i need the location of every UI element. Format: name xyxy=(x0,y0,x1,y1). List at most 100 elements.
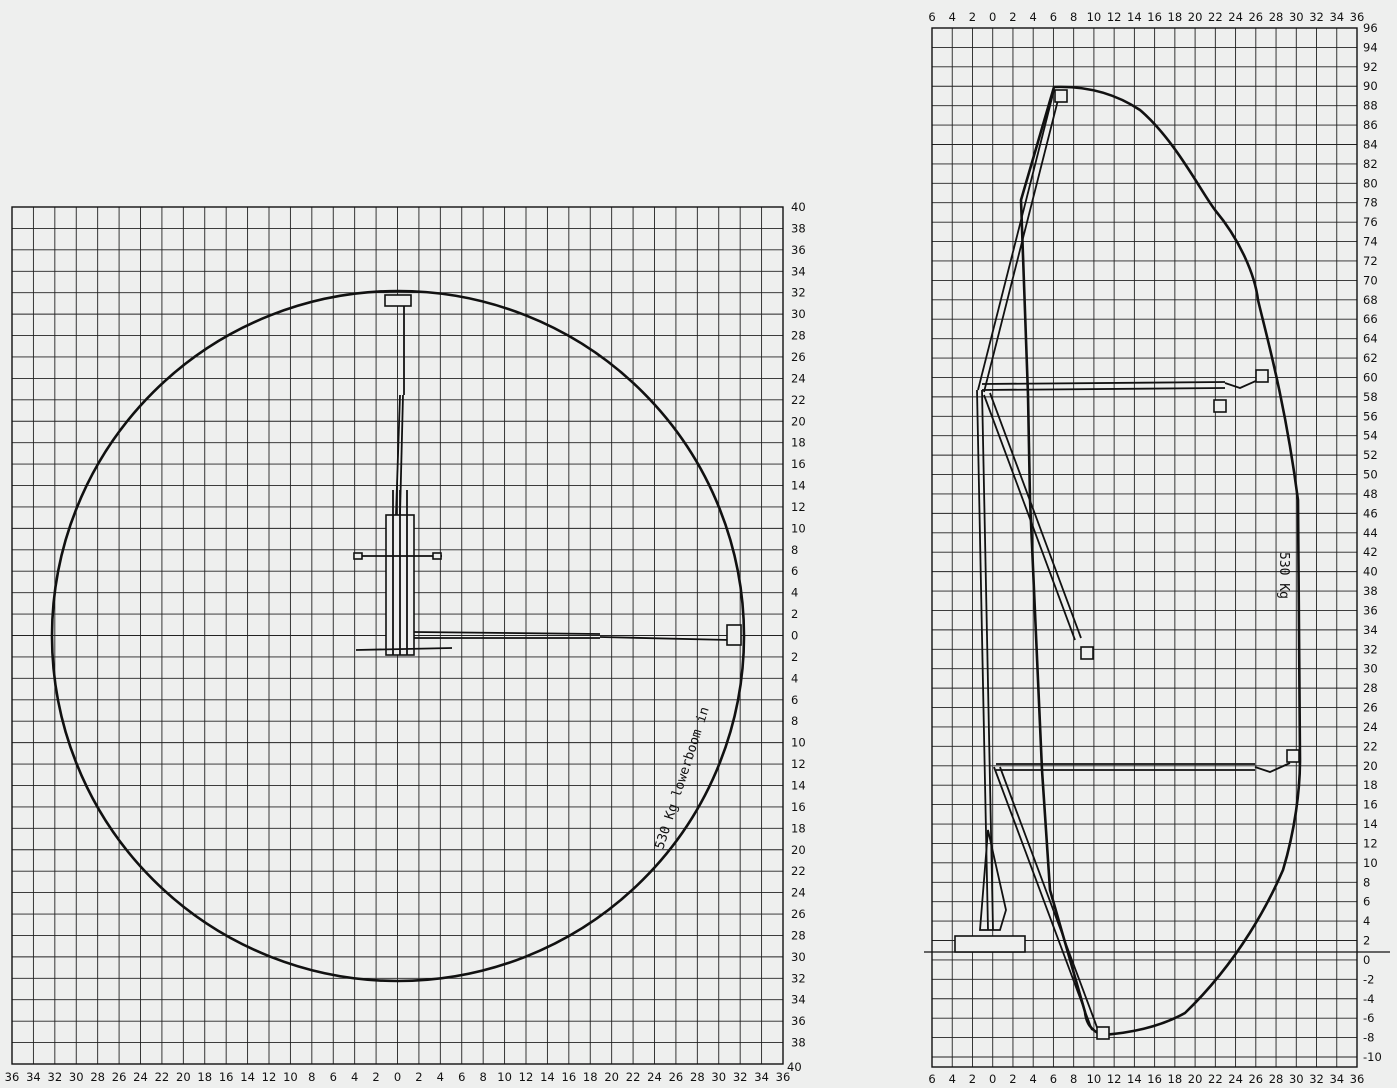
x-tick-label: 6 xyxy=(458,1070,465,1084)
y-tick-label: 6 xyxy=(791,564,798,578)
y-tick-label: 58 xyxy=(1363,390,1378,404)
x-tick-label-bottom: 34 xyxy=(1329,1072,1344,1086)
y-tick-label: 18 xyxy=(1363,778,1378,792)
x-tick-label: 20 xyxy=(604,1070,619,1084)
y-tick-label: 30 xyxy=(791,307,806,321)
y-tick-label: 26 xyxy=(791,907,806,921)
y-tick-label: 34 xyxy=(791,264,806,278)
x-tick-label: 4 xyxy=(437,1070,444,1084)
y-tick-label: 94 xyxy=(1363,40,1378,54)
y-tick-label: 48 xyxy=(1363,487,1378,501)
x-tick-label-top: 36 xyxy=(1350,10,1365,24)
y-tick-label: 4 xyxy=(791,671,798,685)
x-tick-label-top: 24 xyxy=(1228,10,1243,24)
y-tick-label: 38 xyxy=(791,221,806,235)
low-jib-tip xyxy=(1254,762,1291,773)
y-tick-label: 82 xyxy=(1363,157,1378,171)
x-tick-label: 22 xyxy=(155,1070,170,1084)
x-tick-label: 22 xyxy=(626,1070,641,1084)
x-tick-label-bottom: 24 xyxy=(1228,1072,1243,1086)
x-tick-label-top: 6 xyxy=(1050,10,1057,24)
y-tick-label: 12 xyxy=(791,757,806,771)
x-tick-label-bottom: 22 xyxy=(1208,1072,1223,1086)
y-tick-label: 30 xyxy=(791,950,806,964)
y-tick-label: 60 xyxy=(1363,370,1378,384)
y-tick-label: 16 xyxy=(1363,798,1378,812)
y-tick-label: 4 xyxy=(791,586,798,600)
basket-outreach-58 xyxy=(1255,369,1269,383)
x-tick-label: 4 xyxy=(351,1070,358,1084)
jib-down-a xyxy=(983,394,1076,641)
y-tick-label: 68 xyxy=(1363,293,1378,307)
y-tick-label: 34 xyxy=(791,993,806,1007)
x-tick-label-bottom: 4 xyxy=(1030,1072,1037,1086)
x-tick-label-bottom: 14 xyxy=(1127,1072,1142,1086)
y-tick-label: 6 xyxy=(791,693,798,707)
x-tick-label-top: 22 xyxy=(1208,10,1223,24)
x-tick-label-bottom: 18 xyxy=(1168,1072,1183,1086)
x-tick-label: 24 xyxy=(647,1070,662,1084)
y-tick-label: 8 xyxy=(791,543,798,557)
side-view-reach-envelope xyxy=(1019,85,1302,1037)
y-tick-label: 18 xyxy=(791,436,806,450)
x-tick-label: 14 xyxy=(540,1070,555,1084)
y-tick-label: 4 xyxy=(1363,914,1370,928)
basket-top xyxy=(384,294,412,307)
y-tick-label: 16 xyxy=(791,457,806,471)
y-tick-label: 8 xyxy=(791,714,798,728)
y-tick-label: 12 xyxy=(791,500,806,514)
y-tick-label: 62 xyxy=(1363,351,1378,365)
x-tick-label-bottom: 0 xyxy=(989,1072,996,1086)
y-tick-label: 90 xyxy=(1363,79,1378,93)
x-tick-label-bottom: 6 xyxy=(928,1072,935,1086)
top-view-y-axis-labels: 4038363432302826242220181614121086420246… xyxy=(791,200,806,1050)
y-tick-label: 54 xyxy=(1363,429,1378,443)
outrigger-rear xyxy=(355,647,453,651)
y-tick-label: 22 xyxy=(791,864,806,878)
y-tick-label: -6 xyxy=(1363,1011,1374,1025)
upper-boom-b xyxy=(983,91,1061,393)
x-tick-label: 26 xyxy=(112,1070,127,1084)
y-tick-label: -4 xyxy=(1363,992,1374,1006)
main-boom-b xyxy=(976,389,989,931)
x-tick-label: 30 xyxy=(711,1070,726,1084)
x-tick-label: 32 xyxy=(48,1070,63,1084)
x-tick-label: 34 xyxy=(754,1070,769,1084)
y-tick-label: 22 xyxy=(791,393,806,407)
x-tick-label: 36 xyxy=(5,1070,20,1084)
outrigger-pad-1 xyxy=(353,552,363,560)
x-tick-label: 2 xyxy=(372,1070,379,1084)
jib-horizontal-b xyxy=(981,387,1226,391)
y-tick-label: 30 xyxy=(1363,662,1378,676)
x-tick-label-top: 32 xyxy=(1309,10,1324,24)
basket-outreach-20 xyxy=(1286,749,1300,763)
y-tick-label: 36 xyxy=(791,243,806,257)
horizontal-boom-1 xyxy=(413,631,601,635)
x-tick-label-bottom: 10 xyxy=(1087,1072,1102,1086)
y-tick-label: 28 xyxy=(791,329,806,343)
x-tick-label: 26 xyxy=(669,1070,684,1084)
x-tick-label-top: 4 xyxy=(1030,10,1037,24)
x-tick-label-top: 26 xyxy=(1248,10,1263,24)
x-tick-label-bottom: 26 xyxy=(1248,1072,1263,1086)
x-tick-label: 28 xyxy=(90,1070,105,1084)
y-tick-label: 56 xyxy=(1363,409,1378,423)
jib-horizontal-a xyxy=(981,381,1226,385)
y-tick-label: 52 xyxy=(1363,448,1378,462)
x-tick-label: 30 xyxy=(69,1070,84,1084)
y-tick-label: 72 xyxy=(1363,254,1378,268)
x-tick-label: 18 xyxy=(583,1070,598,1084)
horizontal-boom-3 xyxy=(599,636,731,641)
x-tick-label-bottom: 20 xyxy=(1188,1072,1203,1086)
basket-below-ground xyxy=(1096,1026,1110,1040)
y-tick-label: 32 xyxy=(1363,642,1378,656)
x-tick-label-top: 12 xyxy=(1107,10,1122,24)
x-tick-label-top: 10 xyxy=(1087,10,1102,24)
y-tick-label: 34 xyxy=(1363,623,1378,637)
x-tick-label-bottom: 2 xyxy=(1009,1072,1016,1086)
y-tick-label: 44 xyxy=(1363,526,1378,540)
x-tick-label: 20 xyxy=(176,1070,191,1084)
x-tick-label: 16 xyxy=(219,1070,234,1084)
